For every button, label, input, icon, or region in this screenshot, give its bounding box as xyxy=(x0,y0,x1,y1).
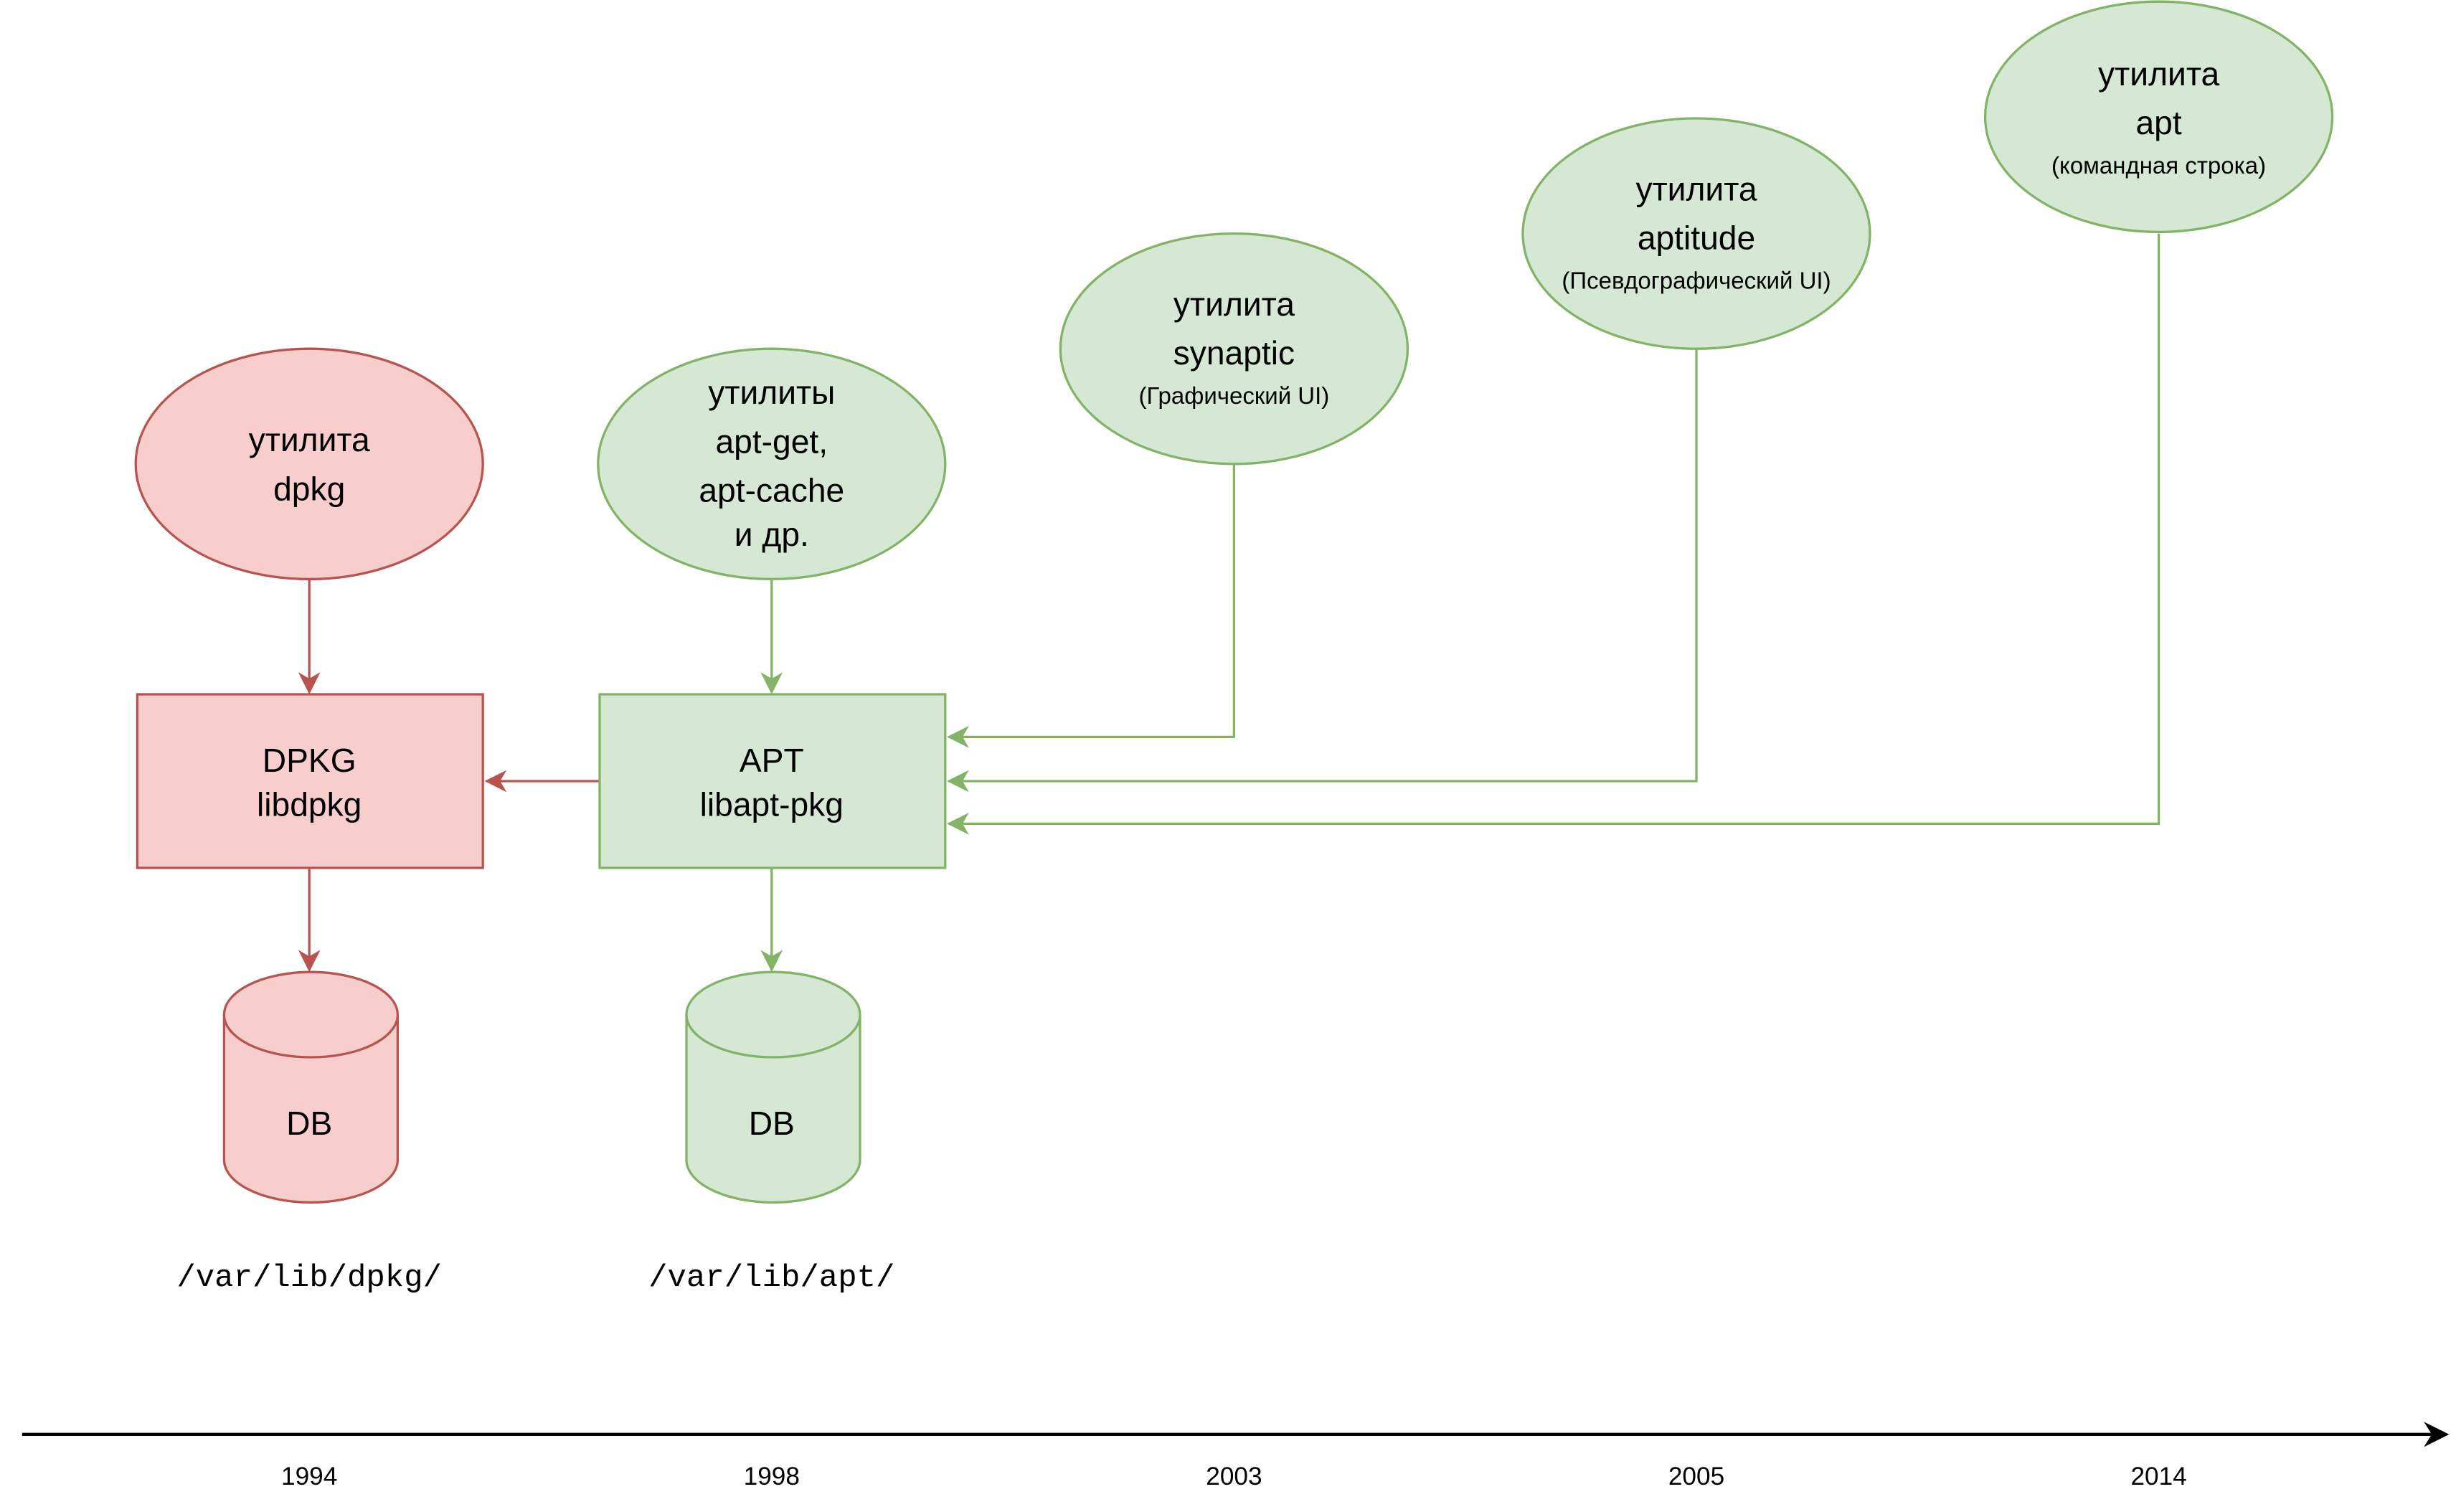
node-aptget-utilities: утилиты apt-get, apt-cache и др. xyxy=(597,347,947,581)
synaptic-note: (Графический UI) xyxy=(1138,382,1329,409)
aptget-line3: apt-cache xyxy=(699,472,844,509)
apt-library-line2: libapt-pkg xyxy=(700,785,844,823)
year-2014: 2014 xyxy=(2130,1463,2186,1490)
node-dpkg-utility: утилита dpkg xyxy=(134,347,484,581)
edge-aptitude-to-apt xyxy=(947,349,1698,793)
aptitude-line1: утилита xyxy=(1635,170,1757,207)
node-apt-library: APT libapt-pkg xyxy=(598,693,947,869)
dpkg-db-label: DB xyxy=(286,1105,332,1142)
synaptic-line2: synaptic xyxy=(1173,334,1295,372)
year-2003: 2003 xyxy=(1206,1463,1262,1490)
dpkg-path: /var/lib/dpkg/ xyxy=(176,1260,442,1296)
apt-library-line1: APT xyxy=(740,742,804,779)
dpkg-utility-line1: утилита xyxy=(249,421,370,458)
aptitude-line2: aptitude xyxy=(1638,219,1755,257)
node-apt-db: DB xyxy=(685,970,861,1204)
node-apt-cli: утилита apt (командная строка) xyxy=(1983,0,2334,234)
node-aptitude: утилита aptitude (Псевдографический UI) xyxy=(1521,117,1871,350)
node-dpkg-db: DB xyxy=(222,970,400,1204)
aptitude-note: (Псевдографический UI) xyxy=(1562,268,1831,294)
year-1998: 1998 xyxy=(744,1463,800,1490)
year-1994: 1994 xyxy=(281,1463,337,1490)
node-synaptic: утилита synaptic (Графический UI) xyxy=(1059,232,1409,466)
aptget-line1: утилиты xyxy=(708,374,835,411)
aptcli-line2: apt xyxy=(2135,104,2181,141)
dpkg-utility-line2: dpkg xyxy=(273,470,345,507)
apt-path: /var/lib/apt/ xyxy=(648,1260,894,1296)
year-2005: 2005 xyxy=(1668,1463,1724,1490)
synaptic-line1: утилита xyxy=(1173,285,1295,323)
edge-synaptic-to-apt xyxy=(947,463,1236,748)
node-dpkg-library: DPKG libdpkg xyxy=(136,693,484,869)
edge-aptcli-to-apt xyxy=(947,233,2160,835)
dpkg-library-line2: libdpkg xyxy=(257,785,362,823)
aptget-line2: apt-get, xyxy=(715,422,828,460)
aptget-line4: и др. xyxy=(735,516,809,553)
apt-db-label: DB xyxy=(749,1105,795,1142)
aptcli-note: (командная строка) xyxy=(2051,152,2266,179)
aptcli-line1: утилита xyxy=(2098,55,2219,93)
dpkg-library-line1: DPKG xyxy=(263,742,356,779)
